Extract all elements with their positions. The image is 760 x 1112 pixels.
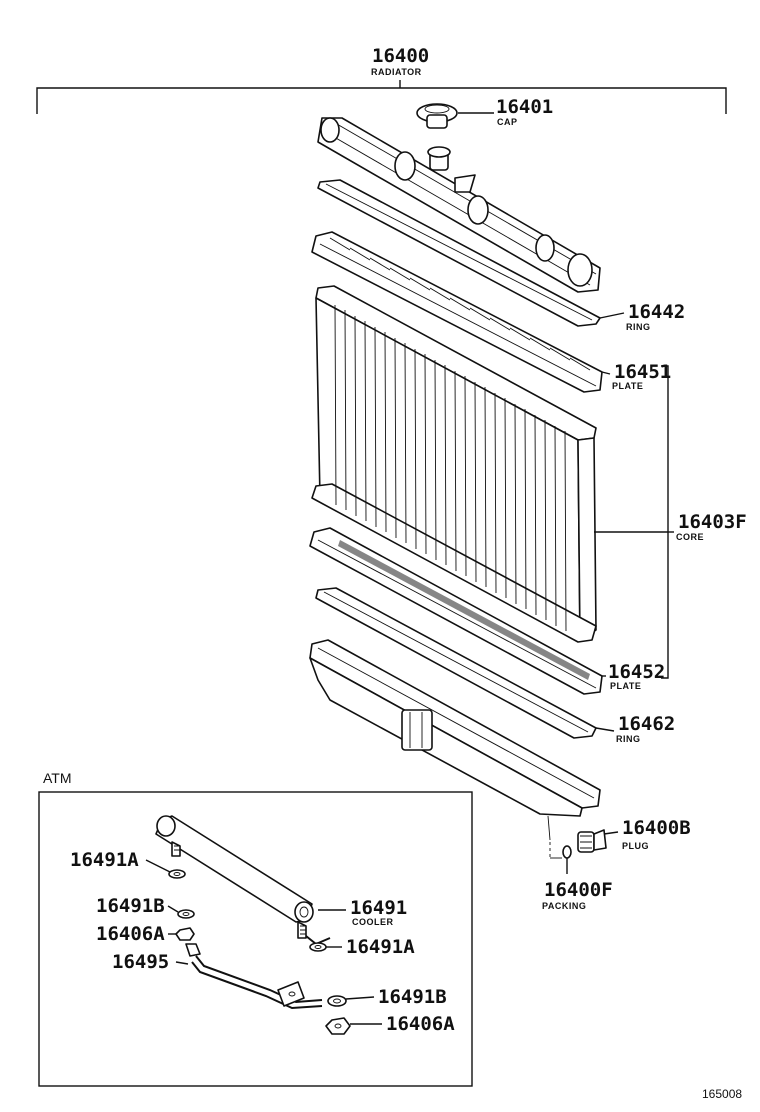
upper-plate-drawing (311, 231, 611, 393)
washer-a-right-part-number[interactable]: 16491A (346, 936, 415, 958)
radiator-part-number[interactable]: 16400 (372, 45, 429, 67)
nut-a-left-drawing (168, 927, 195, 941)
washer-b-left-part-number[interactable]: 16491B (96, 895, 165, 917)
plug-drawing (577, 829, 619, 853)
cooler-drawing (155, 815, 346, 946)
lower-plate-drawing (309, 527, 606, 695)
nut-a-right-drawing (325, 1017, 382, 1035)
lower-plate-part-number[interactable]: 16452 (608, 661, 665, 683)
pipe-drawing (175, 943, 323, 1010)
washer-b-right-part-number[interactable]: 16491B (378, 986, 447, 1008)
nut-a-left-part-number[interactable]: 16406A (96, 923, 165, 945)
cap-drawing (416, 103, 494, 129)
cooler-part-name: COOLER (352, 917, 394, 927)
core-part-number[interactable]: 16403F (678, 511, 747, 533)
washer-b-right-drawing (327, 995, 375, 1007)
washer-a-left-drawing (145, 859, 186, 879)
atm-box (38, 791, 473, 1087)
plug-part-name: PLUG (622, 841, 649, 851)
cap-part-name: CAP (497, 117, 518, 127)
lower-tank-drawing (309, 639, 601, 859)
upper-ring-part-number[interactable]: 16442 (628, 301, 685, 323)
lower-plate-part-name: PLATE (610, 681, 641, 691)
core-drawing (311, 285, 597, 643)
pipe-part-number[interactable]: 16495 (112, 951, 169, 973)
upper-tank-drawing (317, 117, 601, 293)
lower-ring-part-name: RING (616, 734, 641, 744)
atm-label: ATM (43, 770, 72, 786)
core-part-name: CORE (676, 532, 704, 542)
cap-part-number[interactable]: 16401 (496, 96, 553, 118)
lower-ring-part-number[interactable]: 16462 (618, 713, 675, 735)
lower-ring-drawing (315, 587, 615, 739)
radiator-part-name: RADIATOR (371, 67, 422, 77)
packing-part-number[interactable]: 16400F (544, 879, 613, 901)
packing-part-name: PACKING (542, 901, 586, 911)
radiator-assembly-bracket (36, 80, 727, 114)
washer-a-left-part-number[interactable]: 16491A (70, 849, 139, 871)
core-bracket (594, 365, 674, 679)
upper-plate-part-number[interactable]: 16451 (614, 361, 671, 383)
washer-b-left-drawing (167, 905, 195, 919)
packing-drawing (562, 845, 572, 874)
upper-ring-drawing (317, 179, 625, 327)
nut-a-right-part-number[interactable]: 16406A (386, 1013, 455, 1035)
washer-a-right-drawing (309, 942, 342, 952)
cooler-part-number[interactable]: 16491 (350, 897, 407, 919)
figure-number: 165008 (702, 1087, 742, 1101)
upper-ring-part-name: RING (626, 322, 651, 332)
upper-plate-part-name: PLATE (612, 381, 643, 391)
plug-part-number[interactable]: 16400B (622, 817, 691, 839)
